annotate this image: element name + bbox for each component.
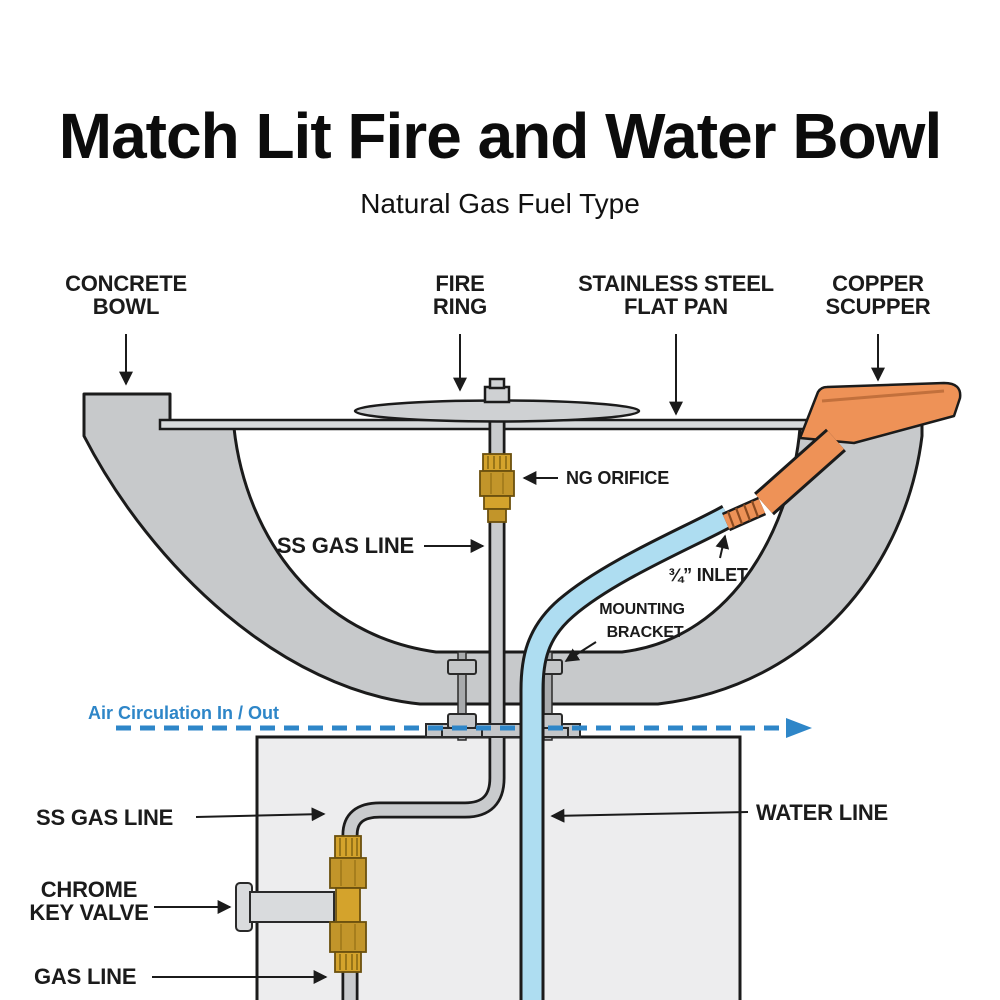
chrome-key-valve bbox=[235, 835, 367, 973]
label-mounting-bracket-2: BRACKET bbox=[607, 624, 684, 641]
label-chrome-key-valve-2: KEY VALVE bbox=[29, 900, 148, 925]
ng-orifice-fitting bbox=[479, 453, 515, 523]
label-concrete-bowl-2: BOWL bbox=[93, 294, 159, 319]
copper-supply-pipe bbox=[754, 428, 846, 516]
page-subtitle: Natural Gas Fuel Type bbox=[360, 188, 640, 219]
page-title: Match Lit Fire and Water Bowl bbox=[59, 100, 941, 172]
label-water-line: WATER LINE bbox=[756, 800, 888, 825]
label-chrome-key-valve: CHROME bbox=[41, 877, 138, 902]
ss-gas-line-pipe bbox=[341, 400, 506, 850]
label-fire-ring-2: RING bbox=[433, 294, 487, 319]
valve-stem bbox=[249, 891, 335, 923]
label-ss-gas-line-upper: SS GAS LINE bbox=[277, 533, 414, 558]
label-fire-ring: FIRE bbox=[435, 271, 484, 296]
label-copper-scupper-2: SCUPPER bbox=[826, 294, 931, 319]
inlet-threads bbox=[721, 496, 767, 532]
label-gas-line: GAS LINE bbox=[34, 964, 136, 989]
valve-brass-body bbox=[329, 835, 367, 973]
fire-ring bbox=[353, 377, 641, 423]
mounting-bolt-left bbox=[441, 651, 483, 741]
copper-scupper bbox=[721, 381, 962, 532]
label-air-circulation: Air Circulation In / Out bbox=[88, 703, 279, 723]
arrow-inlet bbox=[715, 534, 730, 559]
arrow-ss-gas-line-lower bbox=[195, 807, 326, 822]
label-flat-pan: STAINLESS STEEL bbox=[578, 271, 774, 296]
water-line-pipe bbox=[519, 505, 735, 1000]
label-flat-pan-2: FLAT PAN bbox=[624, 294, 728, 319]
label-mounting-bracket: MOUNTING bbox=[599, 601, 685, 618]
air-flow-arrowhead bbox=[786, 718, 812, 738]
label-inlet: ¾” INLET bbox=[668, 565, 748, 585]
label-ng-orifice: NG ORIFICE bbox=[566, 468, 669, 488]
label-concrete-bowl: CONCRETE bbox=[65, 271, 187, 296]
arrow-mounting-bracket bbox=[564, 641, 597, 662]
air-flow-arrow bbox=[116, 718, 812, 738]
arrow-water-line bbox=[550, 808, 749, 823]
label-ss-gas-line-lower: SS GAS LINE bbox=[36, 805, 173, 830]
label-copper-scupper: COPPER bbox=[832, 271, 924, 296]
